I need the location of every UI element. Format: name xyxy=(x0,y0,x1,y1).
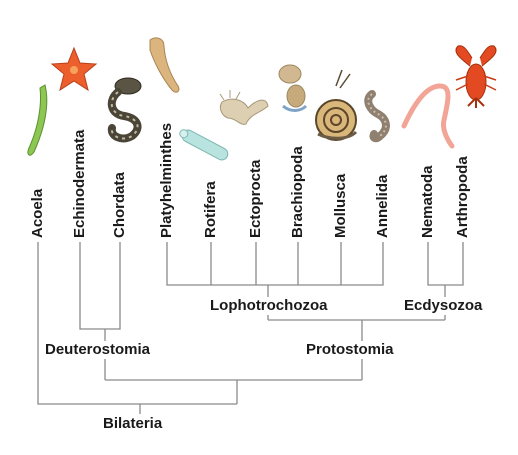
deuterostomia-bracket xyxy=(79,242,121,330)
taxon-label-chordata: Chordata xyxy=(111,172,128,238)
taxon-label-brachiopoda: Brachiopoda xyxy=(289,146,306,238)
starfish-icon xyxy=(50,46,98,92)
rotifer-icon xyxy=(179,129,229,161)
taxon-label-acoela: Acoela xyxy=(29,188,46,238)
taxon-label-echinodermata: Echinodermata xyxy=(71,129,88,238)
taxon-label-mollusca: Mollusca xyxy=(332,173,349,238)
clade-label-ecdysozoa: Ecdysozoa xyxy=(401,297,486,315)
segmented-worm-icon xyxy=(364,90,390,143)
snake-icon xyxy=(107,77,142,143)
acoela-flatworm-icon xyxy=(27,84,48,156)
clade-label-lophotrochozoa: Lophotrochozoa xyxy=(207,297,331,315)
lophotrochozoa-bracket xyxy=(166,242,384,286)
clade-label-protostomia: Protostomia xyxy=(303,341,397,359)
clade-label-bilateria: Bilateria xyxy=(100,415,166,433)
snail-icon xyxy=(315,69,358,141)
taxon-label-rotifera: Rotifera xyxy=(202,181,219,238)
bryozoan-icon xyxy=(219,90,269,125)
taxon-label-ectoprocta: Ectoprocta xyxy=(247,159,264,238)
bilateria-bracket xyxy=(37,242,237,405)
roundworm-icon xyxy=(401,83,455,149)
taxon-label-platyhelminthes: Platyhelminthes xyxy=(158,122,175,238)
taxon-label-annelida: Annelida xyxy=(374,174,391,238)
taxon-label-arthropoda: Arthropoda xyxy=(454,156,471,238)
lobster-icon xyxy=(455,45,497,108)
planarian-flatworm-icon xyxy=(149,37,180,93)
brachiopod-icon xyxy=(278,64,308,112)
taxon-label-nematoda: Nematoda xyxy=(419,165,436,238)
clade-label-deuterostomia: Deuterostomia xyxy=(42,341,154,359)
